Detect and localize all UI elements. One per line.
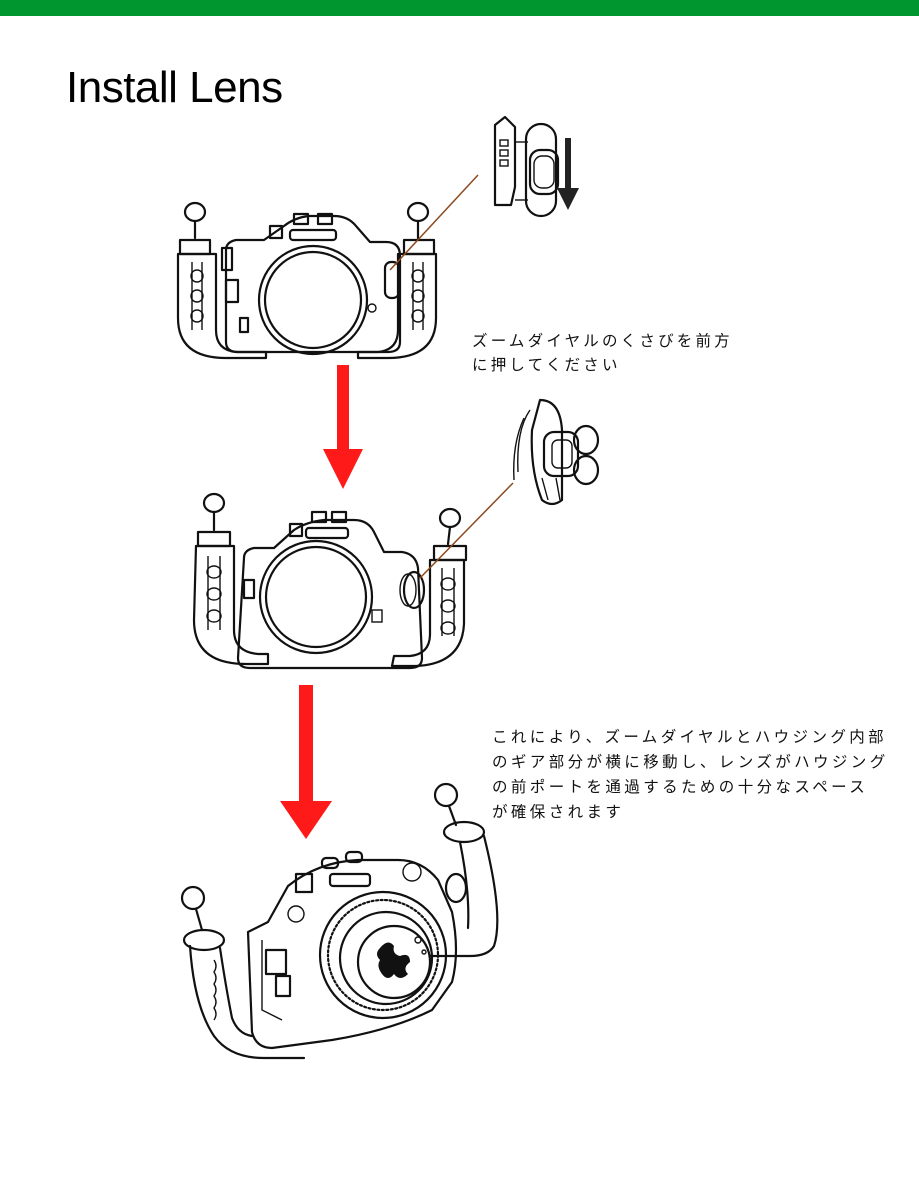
step-arrow-1: [323, 365, 363, 489]
step2-line-4: が確保されます: [492, 803, 625, 821]
page-title: Install Lens: [66, 63, 283, 112]
step2-line-3: の前ポートを通過するための十分なスペース: [492, 778, 869, 796]
step1-line-2: に押してください: [472, 356, 621, 374]
step1-line-1: ズームダイヤルのくさびを前方: [472, 332, 733, 350]
zoom-dial-detail-2: [513, 398, 600, 506]
housing-angled-view-with-lens: [180, 782, 499, 1060]
step2-line-1: これにより、ズームダイヤルとハウジング内部: [492, 728, 888, 746]
header-bar: [0, 0, 919, 16]
zoom-dial-detail-1: [493, 115, 560, 218]
down-arrow-icon: [557, 138, 579, 210]
housing-front-view-1: [176, 201, 438, 360]
step-arrow-2: [280, 685, 332, 839]
housing-front-view-2: [192, 492, 468, 670]
down-arrow-icon: [280, 685, 332, 839]
down-arrow-icon: [323, 365, 363, 489]
step2-explanation: これにより、ズームダイヤルとハウジング内部 のギア部分が横に移動し、レンズがハウ…: [492, 725, 889, 825]
step2-line-2: のギア部分が横に移動し、レンズがハウジング: [492, 753, 889, 771]
leader-line-2: [419, 482, 514, 579]
step1-instruction: ズームダイヤルのくさびを前方 に押してください: [472, 329, 733, 377]
leader-line-1: [389, 174, 479, 271]
